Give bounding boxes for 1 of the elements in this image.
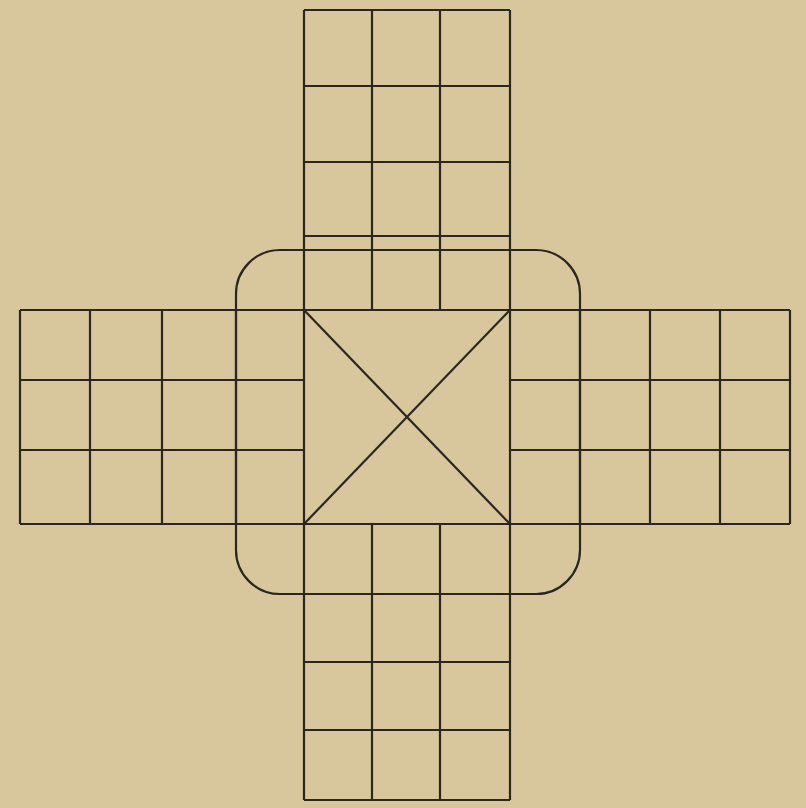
board-drawing — [18, 8, 792, 802]
